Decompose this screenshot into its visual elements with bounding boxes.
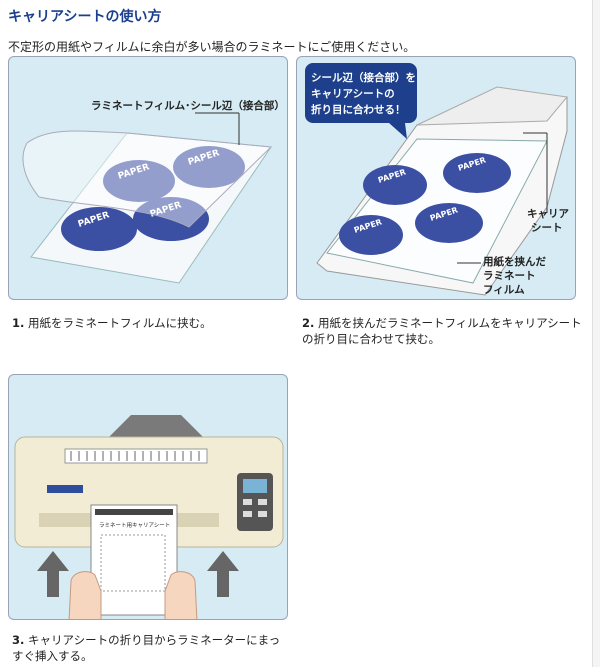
intro-text: 不定形の用紙やフィルムに余白が多い場合のラミネートにご使用ください。 xyxy=(8,40,416,54)
up-arrow-icon xyxy=(37,551,69,597)
callout-line: 折り目に合わせる！ xyxy=(311,103,406,116)
step-3-caption: 3. キャリアシートの折り目からラミネーターにまっすぐ挿入する。 xyxy=(12,632,288,664)
paper-disc xyxy=(339,215,403,255)
step-text: 用紙を挟んだラミネートフィルムをキャリアシートの折り目に合わせて挟む。 xyxy=(302,316,582,346)
paper-disc xyxy=(133,197,209,241)
control-key xyxy=(258,499,267,505)
laminator-brand-plate xyxy=(47,485,83,493)
control-key xyxy=(258,511,267,517)
right-hand xyxy=(164,571,198,619)
carrier-sheet-fold xyxy=(416,86,568,126)
film-label: フィルム xyxy=(483,284,525,296)
callout-box xyxy=(305,63,417,123)
carrier-sheet xyxy=(90,504,178,616)
laminate-film-illustration: PAPER PAPER PAPER PAPER ラミネートフィルム･シール辺（接… xyxy=(22,99,285,284)
paper-disc xyxy=(415,203,483,243)
left-hand xyxy=(68,571,102,619)
paper-discs: PAPER PAPER PAPER PAPER xyxy=(61,146,245,251)
laminator-top-cover xyxy=(109,415,203,437)
sheet-title: ラミネート用キャリアシート xyxy=(99,522,170,529)
seal-edge-label: ラミネートフィルム･シール辺（接合部） xyxy=(91,99,285,112)
control-key xyxy=(243,511,252,517)
paper-disc xyxy=(443,153,511,193)
step-2-caption: 2. 用紙を挟んだラミネートフィルムをキャリアシートの折り目に合わせて挟む。 xyxy=(302,315,582,347)
callout-line: シール辺（接合部）を xyxy=(311,71,416,84)
step-text: キャリアシートの折り目からラミネーターにまっすぐ挿入する。 xyxy=(12,633,281,663)
paper-disc xyxy=(103,160,175,202)
laminator-vent xyxy=(64,448,208,464)
paper-disc xyxy=(173,146,245,188)
control-key xyxy=(243,499,252,505)
step-number: 1. xyxy=(12,316,25,330)
callout-pointer xyxy=(389,123,407,139)
step-number: 2. xyxy=(302,316,315,330)
sheet-header-bar xyxy=(95,509,173,515)
sheet-diagram xyxy=(100,534,166,592)
step-number: 3. xyxy=(12,633,25,647)
illustration-step-2: PAPER PAPER PAPER PAPER シール辺（接合部）を キャリアシ… xyxy=(296,56,576,300)
film-label: ラミネート xyxy=(483,270,536,282)
page-title: キャリアシートの使い方 xyxy=(8,9,162,25)
step-1-caption: 1. 用紙をラミネートフィルムに挟む。 xyxy=(12,315,288,331)
carrier-sheet-illustration: PAPER PAPER PAPER PAPER シール辺（接合部）を キャリアシ… xyxy=(305,63,569,296)
illustration-step-3: ラミネート用キャリアシート xyxy=(8,374,288,620)
carrier-label: キャリア xyxy=(527,208,569,220)
illustration-step-1: PAPER PAPER PAPER PAPER ラミネートフィルム･シール辺（接… xyxy=(8,56,288,300)
up-arrow-icon xyxy=(207,551,239,597)
paper-disc xyxy=(61,207,137,251)
laminator-illustration: ラミネート用キャリアシート xyxy=(14,415,284,619)
scrollbar[interactable] xyxy=(592,0,600,667)
step-text: 用紙をラミネートフィルムに挟む。 xyxy=(28,316,212,330)
callout-line: キャリアシートの xyxy=(311,88,395,100)
film-front-sheet xyxy=(22,130,273,228)
vent-slots xyxy=(70,451,200,461)
paper-discs: PAPER PAPER PAPER PAPER xyxy=(339,153,511,255)
control-display xyxy=(243,479,267,493)
carrier-label: シート xyxy=(531,222,563,234)
paper-disc xyxy=(363,165,427,205)
film-label: 用紙を挟んだ xyxy=(482,255,546,268)
